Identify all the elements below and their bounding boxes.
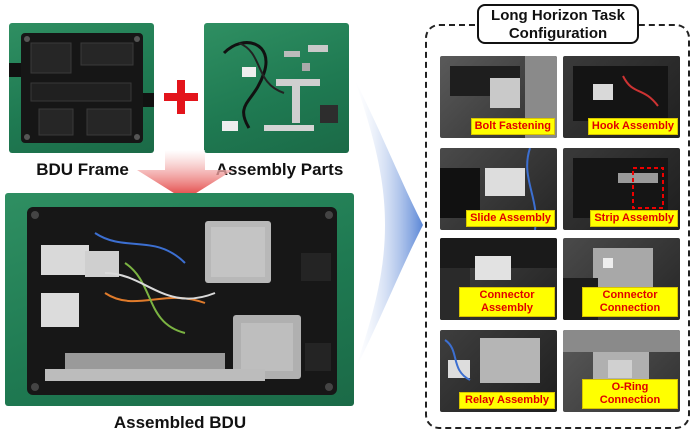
bdu-frame-caption: BDU Frame [36,160,129,179]
task-cell-strip-assembly: Strip Assembly [563,148,680,230]
task-cell-hook-assembly: Hook Assembly [563,56,680,138]
assembly-parts-caption: Assembly Parts [215,160,344,179]
panel-title-line2: Configuration [508,25,608,42]
task-label: Hook Assembly [587,118,678,135]
task-label: O-Ring Connection [582,379,678,409]
task-image [440,238,557,320]
task-label: Bolt Fastening [470,118,555,135]
task-label: Relay Assembly [459,392,555,409]
task-cell-connector-connection: Connector Connection [563,238,680,320]
task-image [573,158,668,218]
task-image [440,148,537,230]
plus-icon [164,80,198,114]
task-image [573,66,668,121]
right-arrow-icon [355,80,423,370]
task-cell-slide-assembly: Slide Assembly [440,148,557,230]
task-cell-bolt-fastening: Bolt Fastening [440,56,557,138]
assembly-parts-illustration [222,41,338,131]
bdu-frame-illustration [9,33,154,143]
down-arrow-icon [137,150,233,200]
panel-title-line1: Long Horizon Task [491,7,625,24]
task-label: Connector Assembly [459,287,555,317]
assembled-bdu-caption: Assembled BDU [113,413,247,432]
bdu-frame-photo [9,23,154,153]
task-cell-relay-assembly: Relay Assembly [440,330,557,412]
task-image [444,338,540,383]
task-cell-connector-assembly: Connector Assembly [440,238,557,320]
task-label: Slide Assembly [466,210,555,227]
task-label: Strip Assembly [590,210,678,227]
task-label: Connector Connection [582,287,678,317]
assembly-parts-photo [204,23,349,153]
panel-title: Long Horizon Task Configuration [477,4,639,44]
assembled-bdu-illustration [27,207,337,395]
task-cell-o-ring-connection: O-Ring Connection [563,330,680,412]
assembled-bdu-photo [5,193,354,406]
